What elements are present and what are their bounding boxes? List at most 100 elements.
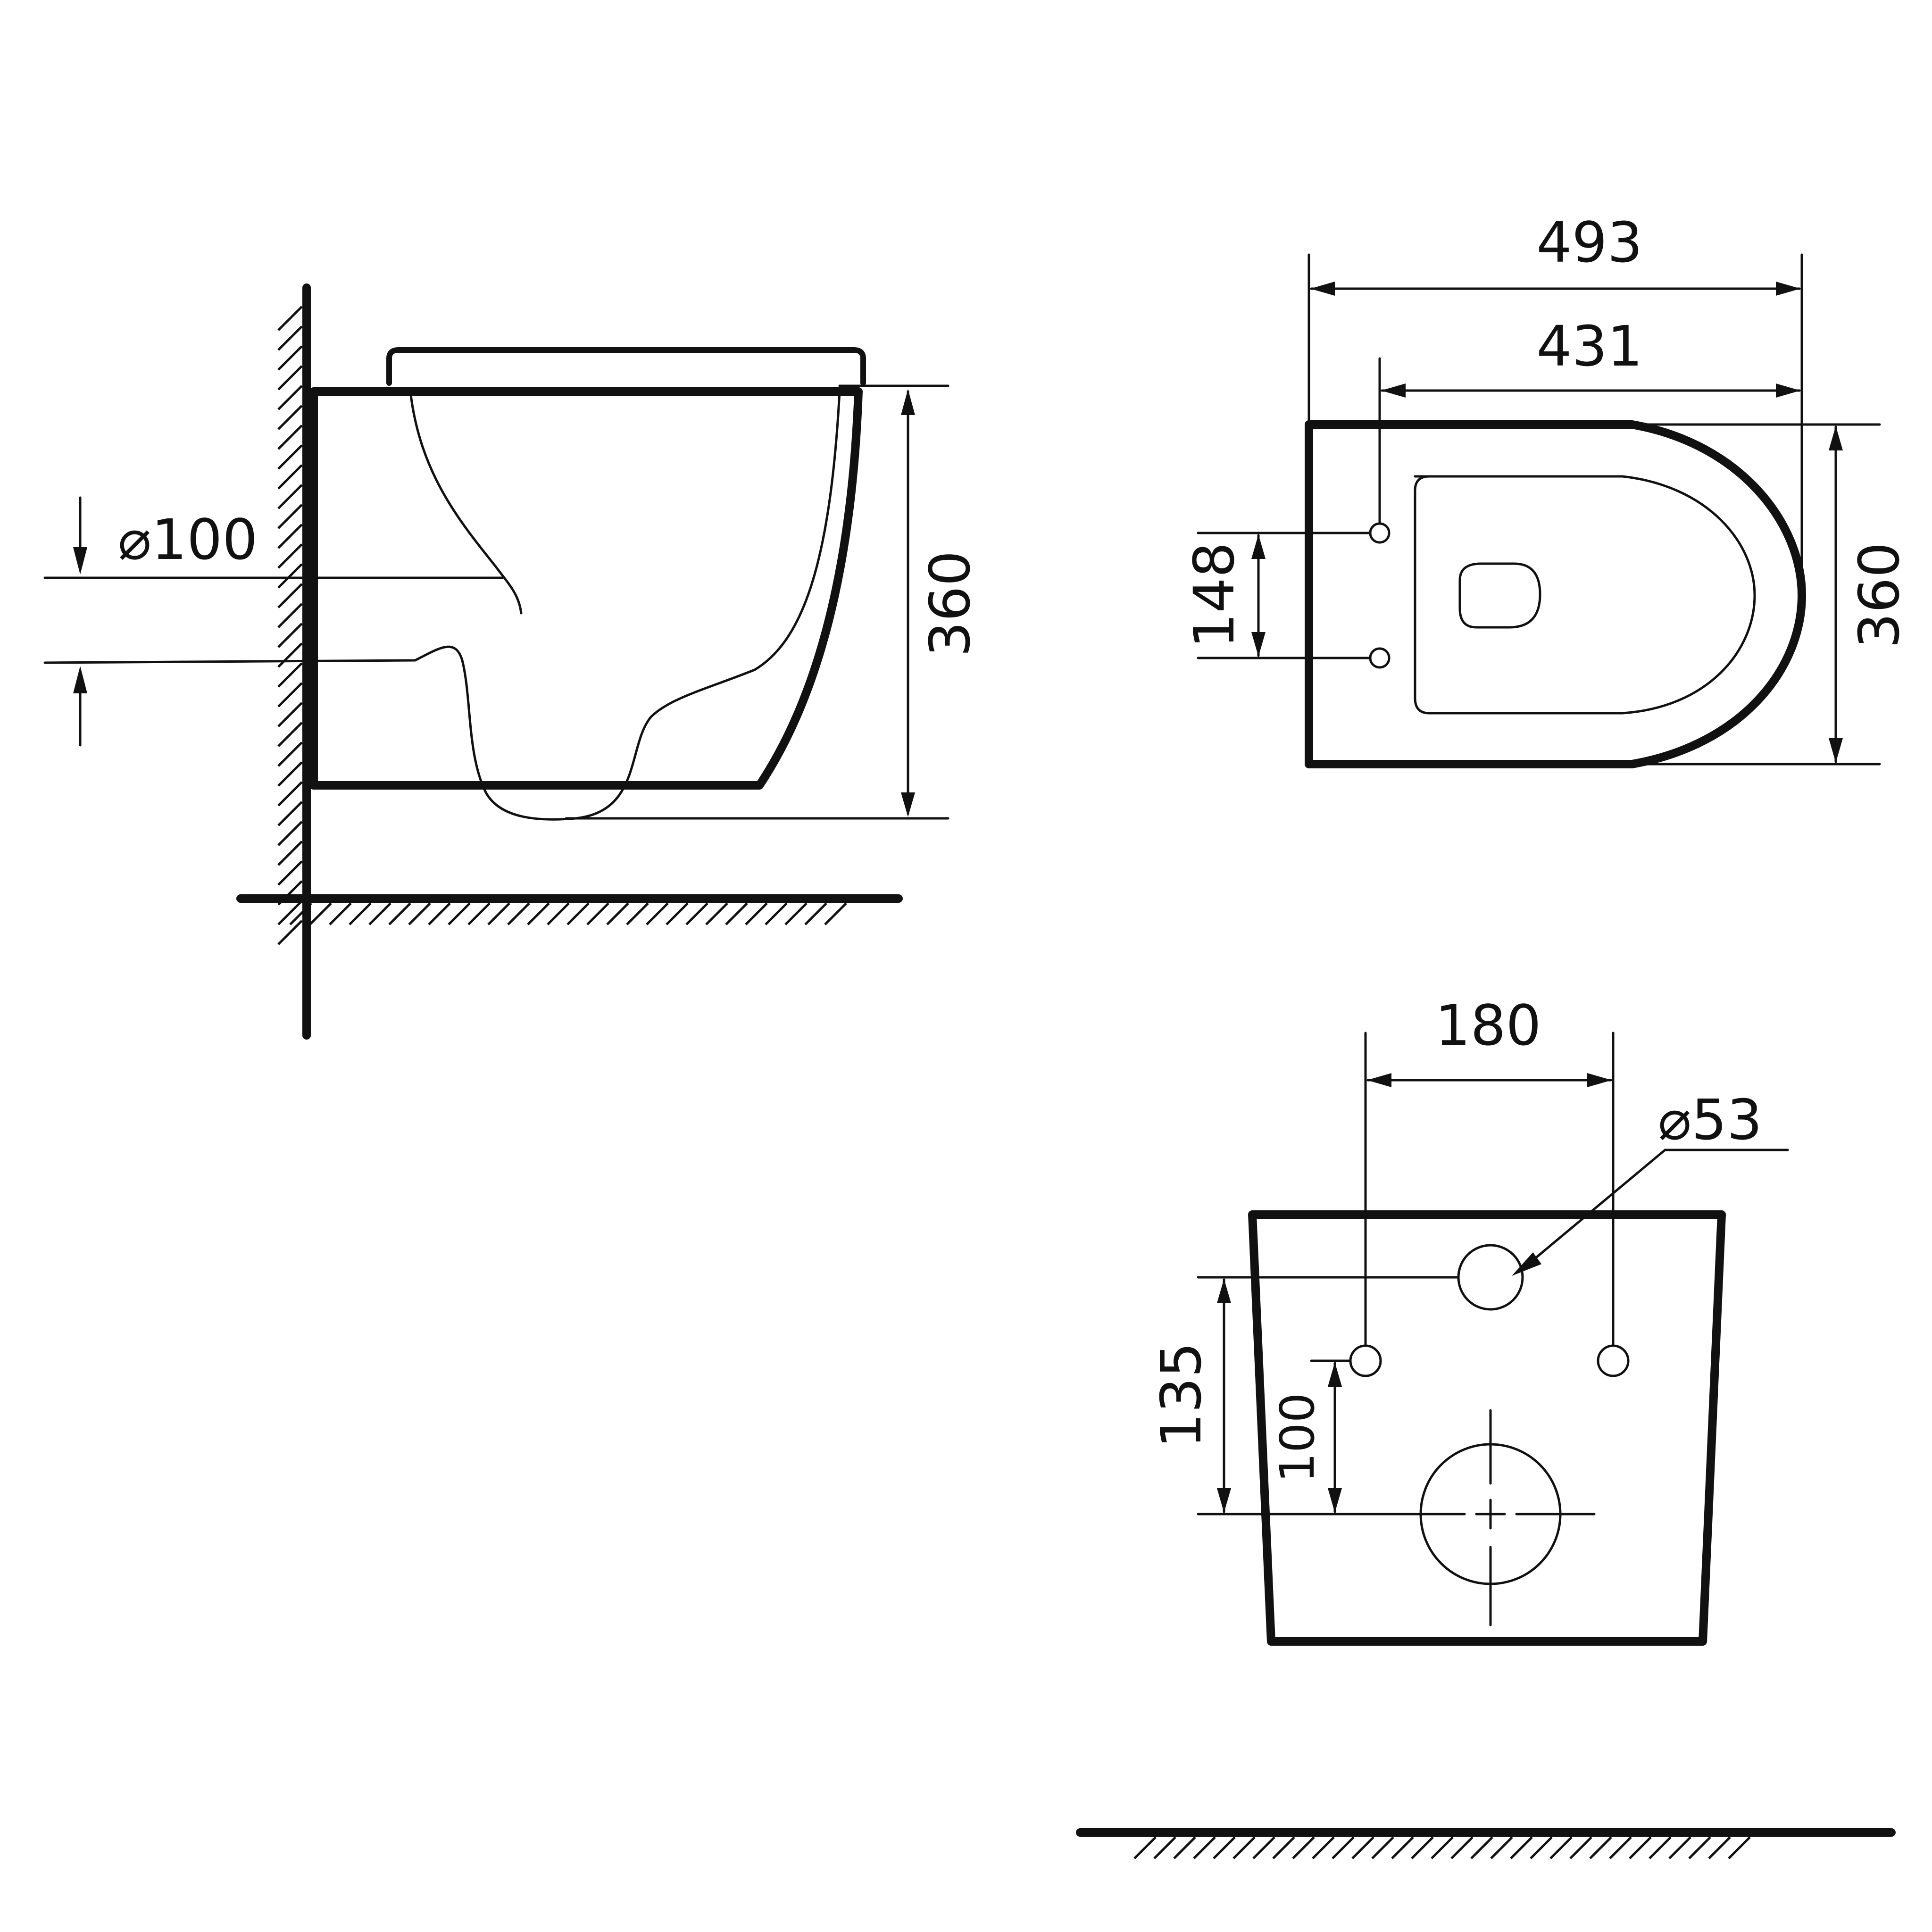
inlet-diameter-label: ⌀53: [1658, 1087, 1762, 1152]
trap-curve: [409, 390, 523, 615]
height-arrow-top: [901, 389, 915, 415]
hatch-mark: [705, 902, 728, 925]
hatch-mark: [277, 583, 303, 608]
back-bolt-hole-right: [1597, 1344, 1630, 1377]
hatch-mark: [1292, 1836, 1315, 1859]
hatch-mark: [566, 902, 590, 925]
height-arrow-bottom: [901, 792, 915, 817]
hatch-mark: [277, 722, 303, 747]
fixing-spacing-label: 148: [1182, 542, 1247, 648]
hatch-mark: [1490, 1836, 1513, 1859]
hatch-mark: [1569, 1836, 1592, 1859]
hatch-mark: [586, 902, 609, 925]
hatch-mark: [277, 900, 303, 925]
hatch-mark: [277, 306, 303, 331]
overall-length-label: 493: [1536, 210, 1642, 275]
hatch-mark: [277, 405, 303, 430]
spacing-arrow-bottom: [1251, 632, 1266, 657]
outlet-center-mark: [1385, 1409, 1596, 1626]
hatch-mark: [467, 902, 491, 925]
hatch-mark: [1153, 1836, 1176, 1859]
hatch-mark: [277, 563, 303, 589]
fixing-arrow-left: [1381, 383, 1406, 398]
hatch-mark: [289, 902, 312, 925]
top-width-label: 360: [1847, 542, 1912, 648]
back-floor-hatching: [1133, 1836, 1751, 1859]
hatch-mark: [428, 902, 451, 925]
hatch-mark: [1272, 1836, 1295, 1859]
hatch-mark: [1213, 1836, 1236, 1859]
hatch-mark: [626, 902, 649, 925]
hatch-mark: [1351, 1836, 1374, 1859]
hatch-mark: [1411, 1836, 1434, 1859]
hatch-mark: [1391, 1836, 1414, 1859]
hatch-mark: [824, 902, 847, 925]
top-bowl-hole: [1458, 562, 1541, 629]
hatch-mark: [349, 902, 372, 925]
bolt-arrow-right: [1587, 1073, 1612, 1087]
inlet-height-label: 135: [1149, 1342, 1214, 1448]
hatch-mark: [277, 841, 303, 866]
hatch-mark: [277, 504, 303, 529]
top-fixing-hole-lower: [1369, 647, 1391, 669]
hatch-mark: [277, 524, 303, 549]
hatch-mark: [277, 682, 303, 708]
hatch-mark: [277, 385, 303, 410]
hatch-mark: [277, 603, 303, 628]
hatch-mark: [487, 902, 510, 925]
hatch-mark: [277, 425, 303, 450]
hatch-mark: [1708, 1836, 1731, 1859]
hatch-mark: [1649, 1836, 1672, 1859]
side-height-label: 360: [917, 550, 983, 657]
hatch-mark: [277, 543, 303, 569]
hatch-mark: [1589, 1836, 1612, 1859]
inlet-leader-arrow: [1512, 1252, 1541, 1276]
hatch-mark: [507, 902, 530, 925]
hatch-mark: [277, 444, 303, 470]
hatch-mark: [277, 325, 303, 351]
hatch-mark: [1193, 1836, 1216, 1859]
top-seat-opening: [1414, 475, 1756, 715]
hatch-mark: [1549, 1836, 1573, 1859]
hatch-mark: [277, 642, 303, 668]
pipe-arrow-top-head: [73, 547, 87, 575]
back-view: 180 ⌀53 135 100: [1076, 993, 1896, 1859]
seat-lid: [386, 347, 866, 386]
hatch-mark: [725, 902, 748, 925]
hatch-mark: [368, 902, 391, 925]
inlet-leader-diagonal: [1527, 1149, 1666, 1266]
hatch-mark: [1332, 1836, 1355, 1859]
hatch-mark: [277, 345, 303, 371]
hatch-mark: [547, 902, 570, 925]
overall-arrow-left: [1310, 282, 1335, 296]
hatch-mark: [277, 781, 303, 807]
hatch-mark: [277, 623, 303, 648]
hatch-mark: [1510, 1836, 1533, 1859]
hatch-mark: [309, 902, 332, 925]
hatch-mark: [1668, 1836, 1691, 1859]
hatch-mark: [1728, 1836, 1751, 1859]
overall-arrow-right: [1776, 282, 1800, 296]
hatch-mark: [277, 484, 303, 509]
bolt-height-label: 100: [1270, 1393, 1325, 1483]
hatch-mark: [1530, 1836, 1553, 1859]
hatch-mark: [408, 902, 431, 925]
top-fixing-hole-upper: [1369, 522, 1391, 544]
bowl-body: [309, 387, 863, 790]
hatch-mark: [804, 902, 827, 925]
back-inlet-hole: [1457, 1244, 1524, 1311]
hatch-mark: [1252, 1836, 1275, 1859]
hatch-mark: [1450, 1836, 1474, 1859]
hatch-mark: [277, 741, 303, 767]
hatch-mark: [277, 920, 303, 945]
pipe-arrow-bottom-head: [73, 666, 87, 693]
hatch-mark: [1629, 1836, 1652, 1859]
hatch-mark: [388, 902, 411, 925]
hatch-mark: [646, 902, 669, 925]
fixing-arrow-right: [1776, 383, 1800, 398]
hatch-mark: [1232, 1836, 1256, 1859]
hatch-mark: [277, 821, 303, 846]
hatch-mark: [277, 801, 303, 826]
fixing-length-label: 431: [1536, 314, 1642, 379]
